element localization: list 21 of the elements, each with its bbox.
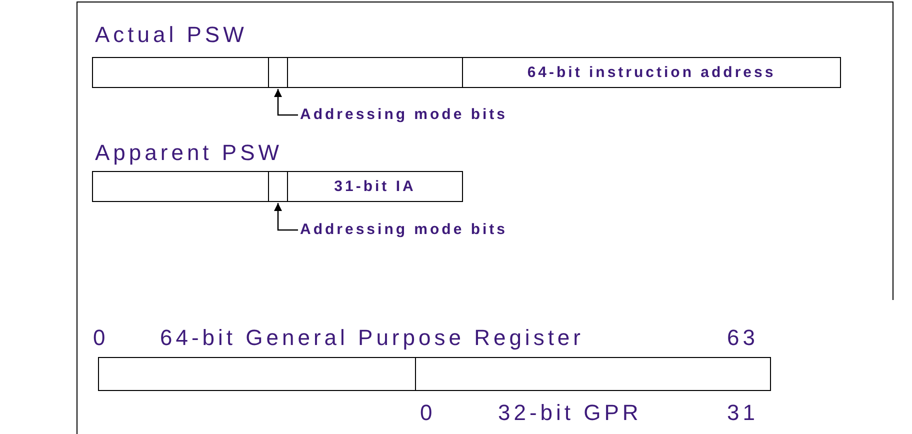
leader-arrow — [274, 89, 298, 116]
register-title: 64-bit General Purpose Register — [160, 325, 584, 351]
register-field — [287, 57, 463, 88]
register-title: Actual PSW — [95, 22, 248, 48]
register-field — [98, 357, 416, 391]
register-field — [268, 57, 288, 88]
bit-number: 0 — [93, 325, 109, 351]
bit-number: 63 — [727, 325, 758, 351]
bit-number: 31 — [727, 400, 758, 426]
register-field — [415, 357, 771, 391]
bit-number: 0 — [420, 400, 436, 426]
register-field: 64-bit instruction address — [462, 57, 841, 88]
leader-arrow — [274, 203, 298, 231]
register-field: 31-bit IA — [287, 171, 463, 202]
register-field — [92, 57, 269, 88]
register-field — [92, 171, 269, 202]
register-title: Apparent PSW — [95, 140, 283, 166]
register-title: 32-bit GPR — [498, 400, 642, 426]
callout-label: Addressing mode bits — [300, 106, 508, 124]
register-field — [268, 171, 288, 202]
callout-label: Addressing mode bits — [300, 221, 508, 239]
